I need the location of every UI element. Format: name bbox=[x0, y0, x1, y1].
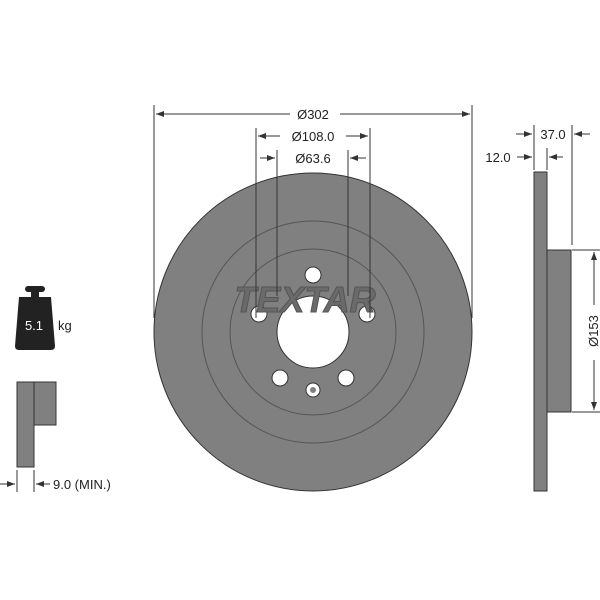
min-thickness-label: 9.0 (MIN.) bbox=[53, 477, 111, 492]
weight-icon bbox=[15, 286, 55, 350]
bolt-circle-label: Ø108.0 bbox=[292, 129, 335, 144]
total-height-label: 37.0 bbox=[540, 127, 565, 142]
disc-front-view bbox=[153, 172, 473, 492]
dimension-lines bbox=[0, 105, 600, 492]
disc-side-view bbox=[533, 171, 572, 492]
weight-unit: kg bbox=[58, 318, 72, 333]
disc-thickness-label: 12.0 bbox=[485, 150, 510, 165]
min-thickness-icon bbox=[16, 381, 57, 468]
hat-diameter-label: Ø153 bbox=[586, 315, 600, 347]
center-bore-label: Ø63.6 bbox=[295, 151, 330, 166]
outer-diameter-label: Ø302 bbox=[297, 107, 329, 122]
weight-value: 5.1 bbox=[25, 318, 43, 333]
brand-watermark: TEXTAR bbox=[234, 279, 375, 320]
